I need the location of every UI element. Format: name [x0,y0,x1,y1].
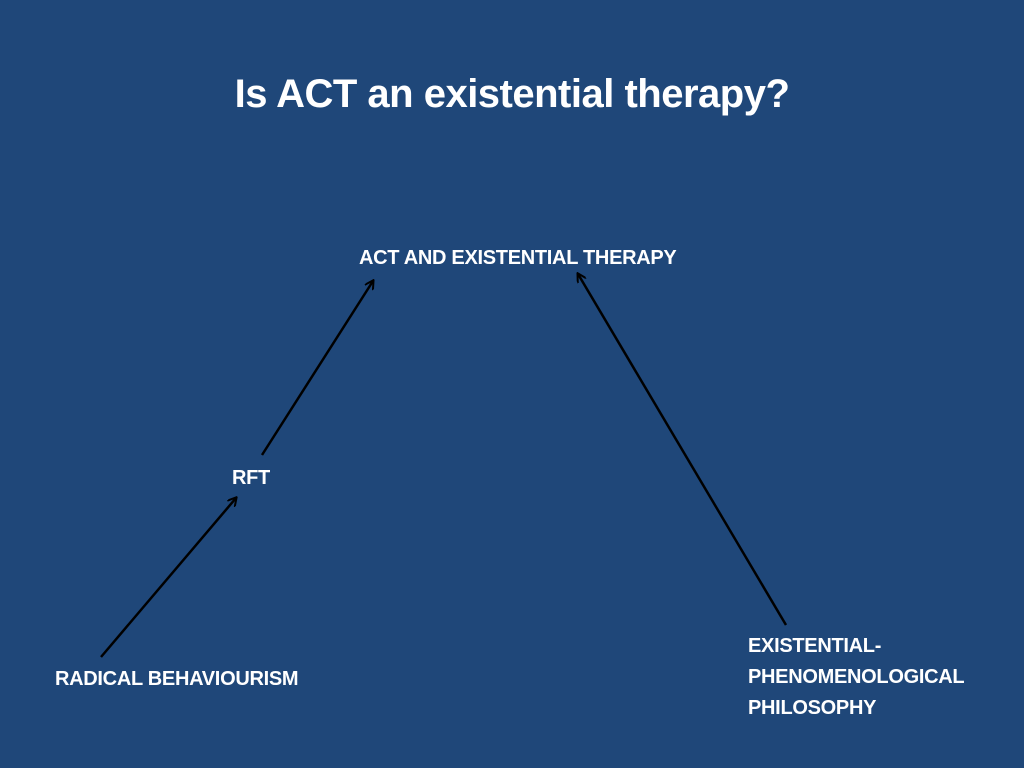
slide-title: Is ACT an existential therapy? [234,72,790,116]
node-line: EXISTENTIAL- [748,635,882,657]
node-act-existential-therapy: ACT AND EXISTENTIAL THERAPY [359,247,677,269]
arrow-rft-to-act [260,281,373,456]
arrow-radical-to-rft [100,498,236,658]
node-line: PHILOSOPHY [748,697,877,719]
node-line: PHENOMENOLOGICAL [748,666,965,688]
arrow-existential-to-act [578,274,788,626]
node-existential-phenomenological-philosophy: EXISTENTIAL- PHENOMENOLOGICAL PHILOSOPHY [748,631,965,724]
node-rft: RFT [232,467,270,489]
node-radical-behaviourism: RADICAL BEHAVIOURISM [55,668,299,690]
